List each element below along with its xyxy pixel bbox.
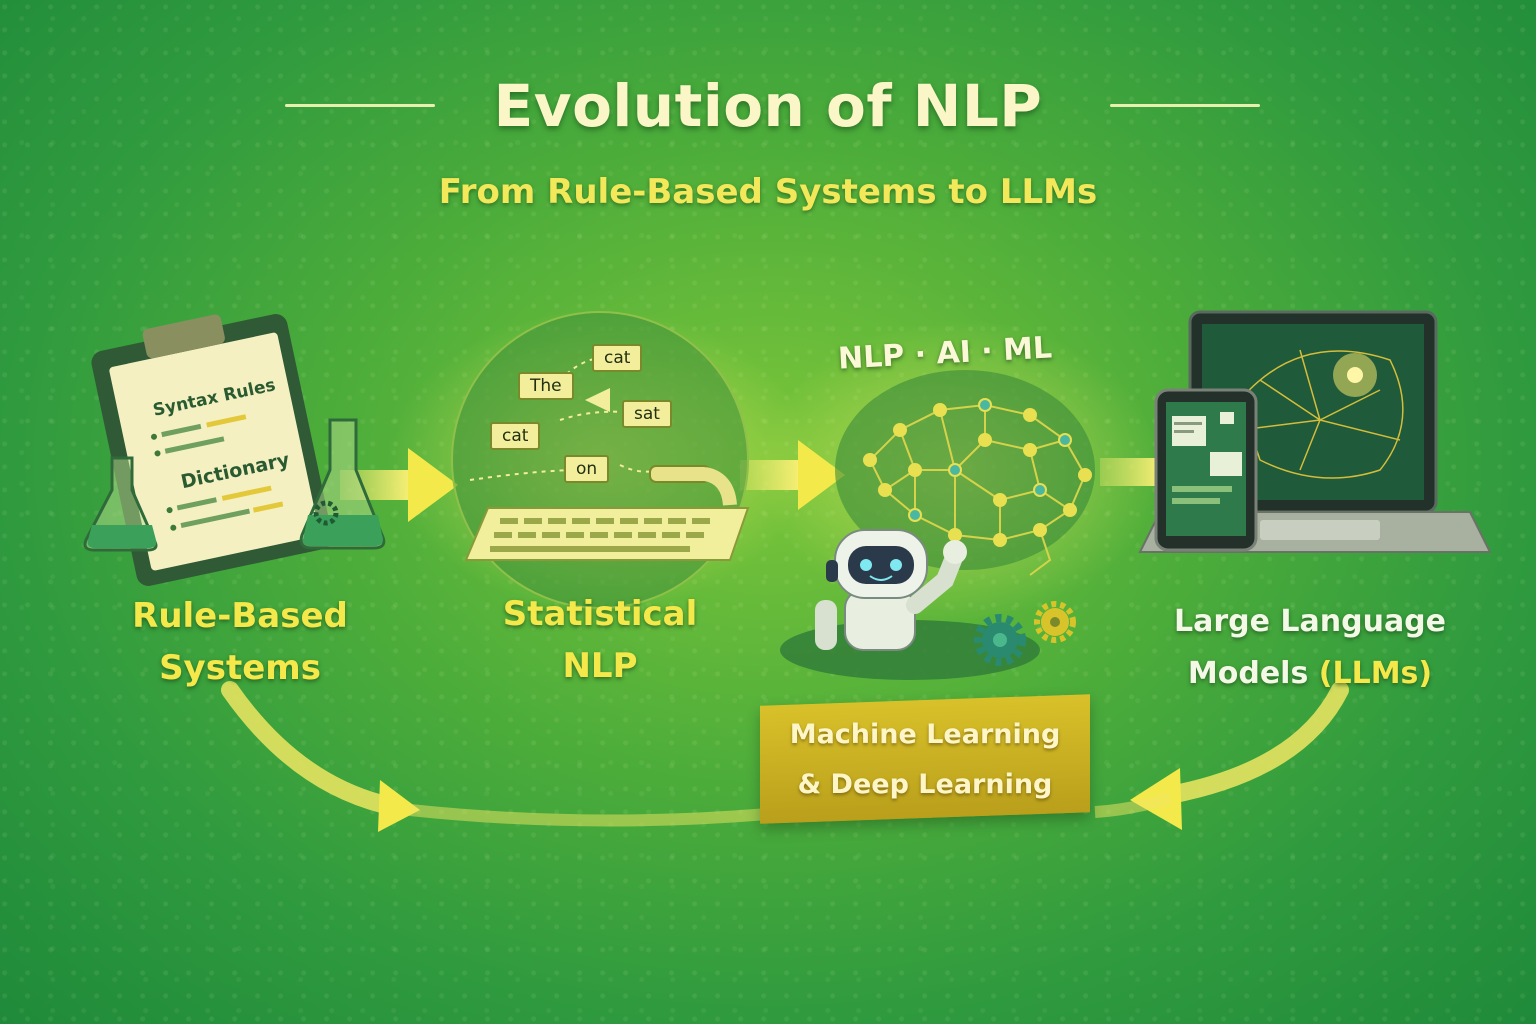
stage-label-line: NLP <box>562 646 638 686</box>
tablet-icon <box>1154 388 1258 552</box>
robot-icon <box>780 529 1040 680</box>
page-title: Evolution of NLP <box>493 72 1043 140</box>
stage-label-llm: Large Language Models (LLMs) <box>1150 596 1470 700</box>
title-left-rule <box>285 104 435 107</box>
flask-icon <box>83 456 158 552</box>
arrow-icon <box>221 681 791 832</box>
stage-label-ml: Machine Learning & Deep Learning <box>760 710 1090 810</box>
arrow-icon <box>740 440 845 510</box>
connector-icon <box>649 465 737 506</box>
stage-label-line: Machine Learning <box>789 719 1061 750</box>
gear-icon <box>974 614 1026 666</box>
gear-icon <box>313 500 339 526</box>
stage-label-rule-based: Rule-Based Systems <box>100 590 380 694</box>
flask-icon <box>299 418 386 550</box>
word-chip: cat <box>490 422 541 450</box>
word-chip: The <box>518 372 574 400</box>
arrow-icon <box>585 388 610 412</box>
keyboard-icon <box>464 507 750 561</box>
stage-label-line: Large Language <box>1173 604 1447 639</box>
word-chip: on <box>564 455 610 483</box>
stage-label-line: Statistical <box>502 594 698 634</box>
title-block: Evolution of NLP <box>0 72 1536 140</box>
stage-label-part: Models <box>1187 656 1319 691</box>
clipboard-icon <box>91 314 333 586</box>
stage-label-line: Models (LLMs) <box>1150 648 1470 700</box>
arrow-icon <box>1094 681 1349 830</box>
page-subtitle: From Rule-Based Systems to LLMs <box>438 172 1098 212</box>
stage-label-statistical: Statistical NLP <box>470 588 730 692</box>
network-nodes-teal <box>910 400 1070 520</box>
gear-icon <box>1034 601 1076 643</box>
stage-label-line: & Deep Learning <box>797 769 1053 800</box>
word-chip: cat <box>592 344 643 372</box>
stage-label-highlight: (LLMs) <box>1318 656 1433 691</box>
title-right-rule <box>1110 104 1260 107</box>
stage-label-line: Rule-Based <box>132 596 348 636</box>
word-chip: sat <box>622 400 672 428</box>
stage-label-line: Systems <box>159 648 321 688</box>
